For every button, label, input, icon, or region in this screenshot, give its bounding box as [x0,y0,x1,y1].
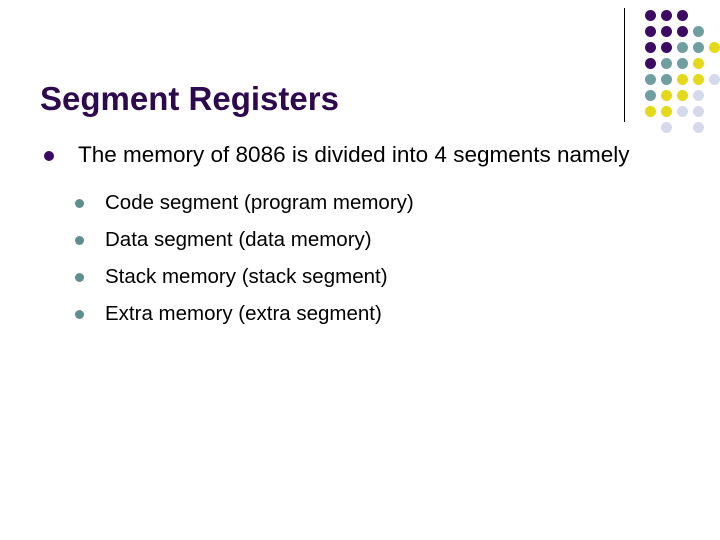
list-item: Code segment (program memory) [38,184,638,221]
decoration-dot-icon [645,90,656,101]
list-item-label: Extra memory (extra segment) [105,302,382,325]
list-item: Extra memory (extra segment) [38,295,638,332]
decoration-dot-icon [693,58,704,69]
decoration-dot-icon [645,26,656,37]
decoration-dot-icon [677,90,688,101]
bullet-marker-icon [44,151,54,161]
decoration-dot-icon [661,42,672,53]
slide-body: The memory of 8086 is divided into 4 seg… [38,140,638,332]
decoration-dot-icon [693,90,704,101]
decoration-dot-icon [645,58,656,69]
decoration-dot-icon [661,10,672,21]
decoration-dot-icon [677,58,688,69]
decoration-dot-icon [693,106,704,117]
bullet-marker-icon [75,310,84,319]
decoration-dot-icon [709,42,720,53]
decoration-dot-icon [645,106,656,117]
decoration-dot-icon [661,106,672,117]
decoration-dot-icon [677,26,688,37]
decoration-dot-icon [677,42,688,53]
bullet-item-level1: The memory of 8086 is divided into 4 seg… [38,140,638,170]
list-item-label: Code segment (program memory) [105,191,414,214]
decoration-dot-icon [645,10,656,21]
bullet-marker-icon [75,273,84,282]
bullet-marker-icon [75,199,84,208]
decoration-dot-icon [677,10,688,21]
decoration-dot-grid [614,0,720,133]
decoration-dot-icon [693,122,704,133]
decoration-dot-icon [709,74,720,85]
list-item: Stack memory (stack segment) [38,258,638,295]
decoration-dot-icon [693,42,704,53]
page-title: Segment Registers [40,80,339,118]
decoration-dot-icon [677,74,688,85]
decoration-dot-icon [661,122,672,133]
decoration-dot-icon [693,74,704,85]
bullet-item-level1-text: The memory of 8086 is divided into 4 seg… [78,142,630,167]
decoration-dot-icon [645,74,656,85]
list-item-label: Stack memory (stack segment) [105,265,388,288]
decoration-dot-icon [661,90,672,101]
decoration-dot-icon [677,106,688,117]
decoration-dot-icon [693,26,704,37]
list-item-label: Data segment (data memory) [105,228,372,251]
decoration-dot-icon [661,26,672,37]
slide-decoration [614,0,720,133]
list-item: Data segment (data memory) [38,221,638,258]
bullet-marker-icon [75,236,84,245]
decoration-dot-icon [645,42,656,53]
decoration-dot-icon [661,58,672,69]
decoration-dot-icon [661,74,672,85]
sub-bullet-list: Code segment (program memory) Data segme… [38,184,638,332]
decoration-vertical-rule [624,8,625,122]
